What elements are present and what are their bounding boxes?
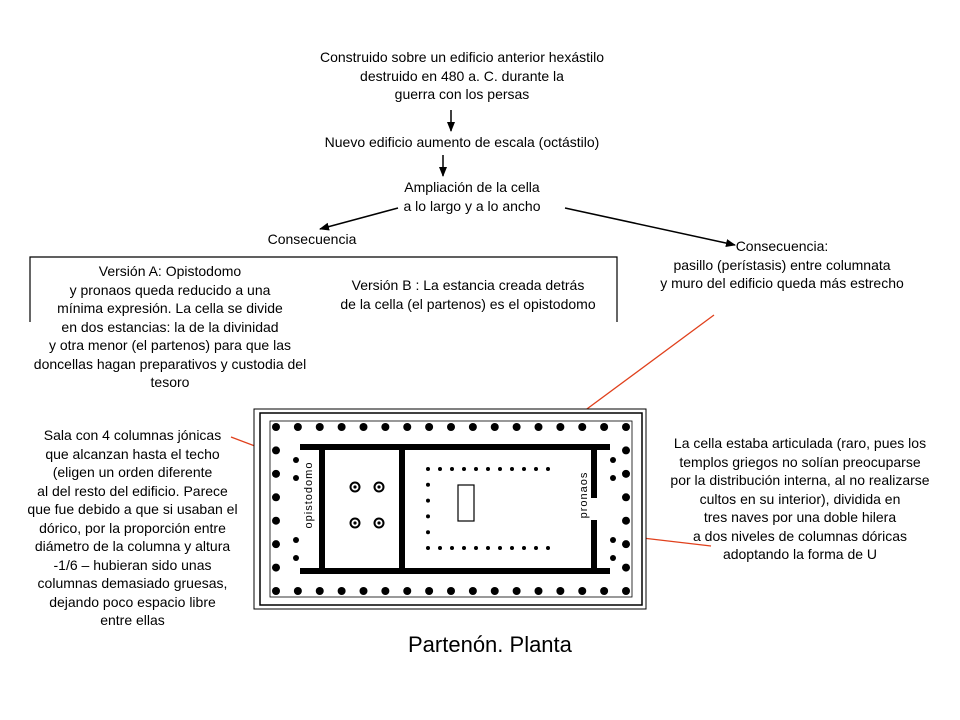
- peristyle-column: [622, 563, 630, 572]
- naos-column: [522, 546, 526, 550]
- peristyle-column: [622, 469, 630, 478]
- peristyle-column: [293, 587, 302, 595]
- version-b-text: Versión B : La estancia creada detrás de…: [340, 277, 596, 312]
- naos-column: [534, 546, 538, 550]
- naos-column: [462, 467, 466, 471]
- naos-column: [510, 546, 514, 550]
- peristyle-column: [600, 587, 609, 595]
- peristyle-column: [556, 587, 565, 595]
- peristyle-column: [272, 540, 280, 549]
- peristyle-column: [622, 493, 630, 502]
- parthenon-plan: [253, 408, 647, 610]
- naos-column: [474, 546, 478, 550]
- plan-caption: Partenón. Planta: [408, 632, 572, 657]
- naos-column: [426, 530, 430, 535]
- peristyle-column: [337, 587, 346, 595]
- peristyle-column: [490, 587, 499, 595]
- pronaos-label: pronaos: [578, 471, 590, 519]
- peristyle-column: [622, 540, 630, 549]
- peristyle-column: [381, 423, 390, 431]
- peristyle-column: [534, 587, 543, 595]
- peristyle-column: [512, 423, 521, 431]
- versions-bracket: [29, 256, 618, 322]
- naos-column: [450, 546, 454, 550]
- peristyle-column: [622, 446, 630, 455]
- peristyle-column: [468, 423, 477, 431]
- peristyle-column: [272, 446, 280, 455]
- naos-column: [486, 546, 490, 550]
- peristyle-column: [272, 423, 280, 431]
- consequence-right-text: Consecuencia: pasillo (perístasis) entre…: [660, 238, 904, 291]
- naos-column: [426, 498, 430, 503]
- peristyle-column: [534, 423, 543, 431]
- peristyle-column: [425, 587, 434, 595]
- opistodomo-label: opistodomo: [303, 461, 315, 529]
- note-right-text: La cella estaba articulada (raro, pues l…: [670, 435, 930, 562]
- peristyle-column: [337, 423, 346, 431]
- arrow-to-consequence-left: [319, 207, 399, 231]
- peristyle-column: [622, 516, 630, 525]
- enlargement-text: Ampliación de la cella a lo largo y a lo…: [403, 179, 541, 214]
- peristyle-column: [403, 423, 412, 431]
- peristyle-column: [425, 423, 434, 431]
- naos-column: [474, 467, 478, 471]
- naos-column: [438, 467, 442, 471]
- naos-column: [522, 467, 526, 471]
- ionic-columns: [349, 481, 385, 529]
- peristyle-column: [600, 423, 609, 431]
- peristyle-column: [403, 587, 412, 595]
- naos-column: [462, 546, 466, 550]
- peristyle-column: [272, 516, 280, 525]
- peristyle-column: [381, 587, 390, 595]
- naos-column: [426, 546, 430, 550]
- naos-column: [426, 467, 430, 471]
- note-left-text: Sala con 4 columnas jónicas que alcanzan…: [27, 427, 238, 628]
- naos-column: [546, 467, 550, 471]
- peristyle-column: [272, 587, 280, 595]
- peristyle-column: [315, 423, 324, 431]
- naos-column: [498, 546, 502, 550]
- naos-column: [486, 467, 490, 471]
- peristyle-column: [578, 423, 587, 431]
- peristyle-column: [512, 587, 521, 595]
- version-a-text: Versión A: Opistodomo y pronaos queda re…: [33, 263, 307, 390]
- peristyle-column: [578, 587, 587, 595]
- peristyle-column: [447, 587, 455, 595]
- naos-column: [438, 546, 442, 550]
- origin-text: Construido sobre un edificio anterior he…: [319, 49, 605, 102]
- new-building-text: Nuevo edificio aumento de escala (octást…: [324, 134, 600, 150]
- arrow-to-consequence-right: [564, 207, 736, 247]
- peristyle-column: [272, 493, 280, 502]
- peristyle-column: [468, 587, 477, 595]
- naos-column: [534, 467, 538, 471]
- peristyle-column: [556, 423, 565, 431]
- peristyle-column: [622, 423, 630, 431]
- peristyle-column: [359, 423, 368, 431]
- peristyle-column: [447, 423, 455, 431]
- naos-column: [426, 514, 430, 519]
- peristyle-column: [272, 469, 280, 478]
- naos-column: [450, 467, 454, 471]
- peristyle-column: [315, 587, 324, 595]
- peristyle-column: [272, 563, 280, 572]
- peristyle-column: [622, 587, 630, 595]
- peristyle-column: [490, 423, 499, 431]
- consequence-left-text: Consecuencia: [267, 231, 357, 247]
- naos-column: [546, 546, 550, 550]
- naos-column: [510, 467, 514, 471]
- naos-column: [498, 467, 502, 471]
- peristyle-column: [293, 423, 302, 431]
- naos-column: [426, 482, 430, 487]
- peristyle-column: [359, 587, 368, 595]
